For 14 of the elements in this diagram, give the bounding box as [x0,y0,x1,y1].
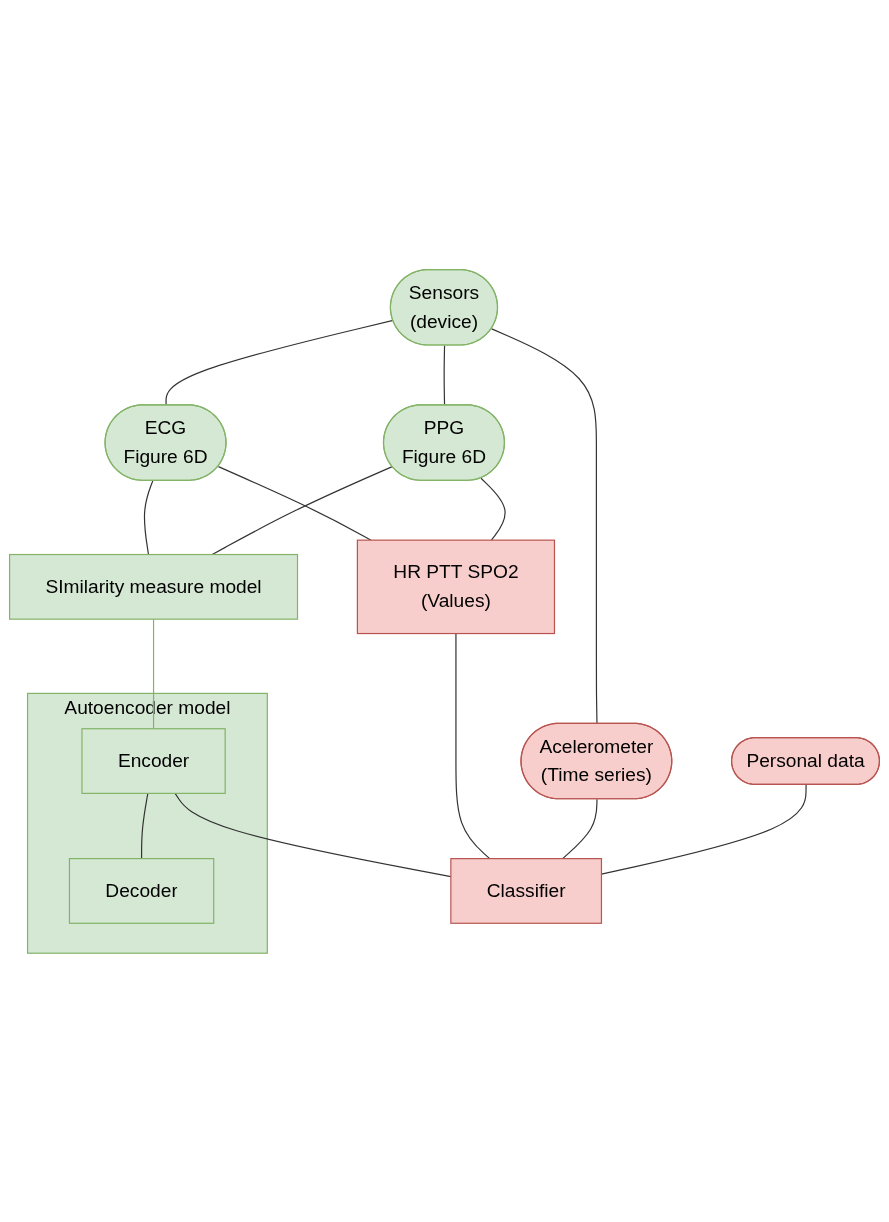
connector [443,344,446,406]
node-box: Encoder [81,727,226,794]
connector [562,798,598,859]
connector [165,319,394,406]
connector [143,479,154,555]
connector [141,792,149,859]
node-box: HR PTT SPO2 (Values) [356,539,556,634]
node-box: SImilarity measure model [9,553,299,620]
node-box: Decoder [68,857,215,924]
connector [455,632,491,859]
connector [152,618,155,729]
connector [211,465,393,555]
connector [480,477,506,541]
node-box: Classifier [450,857,603,924]
